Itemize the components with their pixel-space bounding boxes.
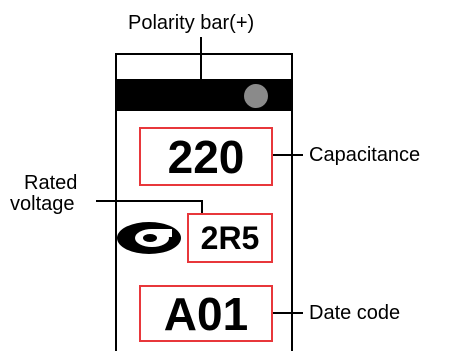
voltage-code: 2R5 xyxy=(200,220,260,256)
manufacturer-logo-icon xyxy=(117,222,181,254)
polarity-bar-label: Polarity bar(+) xyxy=(128,12,255,34)
capacitance-code: 220 xyxy=(167,131,245,183)
rated-voltage-label-line2: voltage xyxy=(10,193,75,215)
polarity-dot-icon xyxy=(244,84,268,108)
component-body-outline xyxy=(115,53,293,351)
rated-voltage-label-line1: Rated xyxy=(24,172,78,194)
rated-voltage-leader-line xyxy=(96,200,203,214)
date-code: A01 xyxy=(163,288,249,340)
date-code-label: Date code xyxy=(309,302,401,324)
date-code-box xyxy=(139,285,273,342)
capacitance-label: Capacitance xyxy=(309,144,421,166)
capacitance-box xyxy=(139,127,273,186)
voltage-box xyxy=(187,213,273,263)
